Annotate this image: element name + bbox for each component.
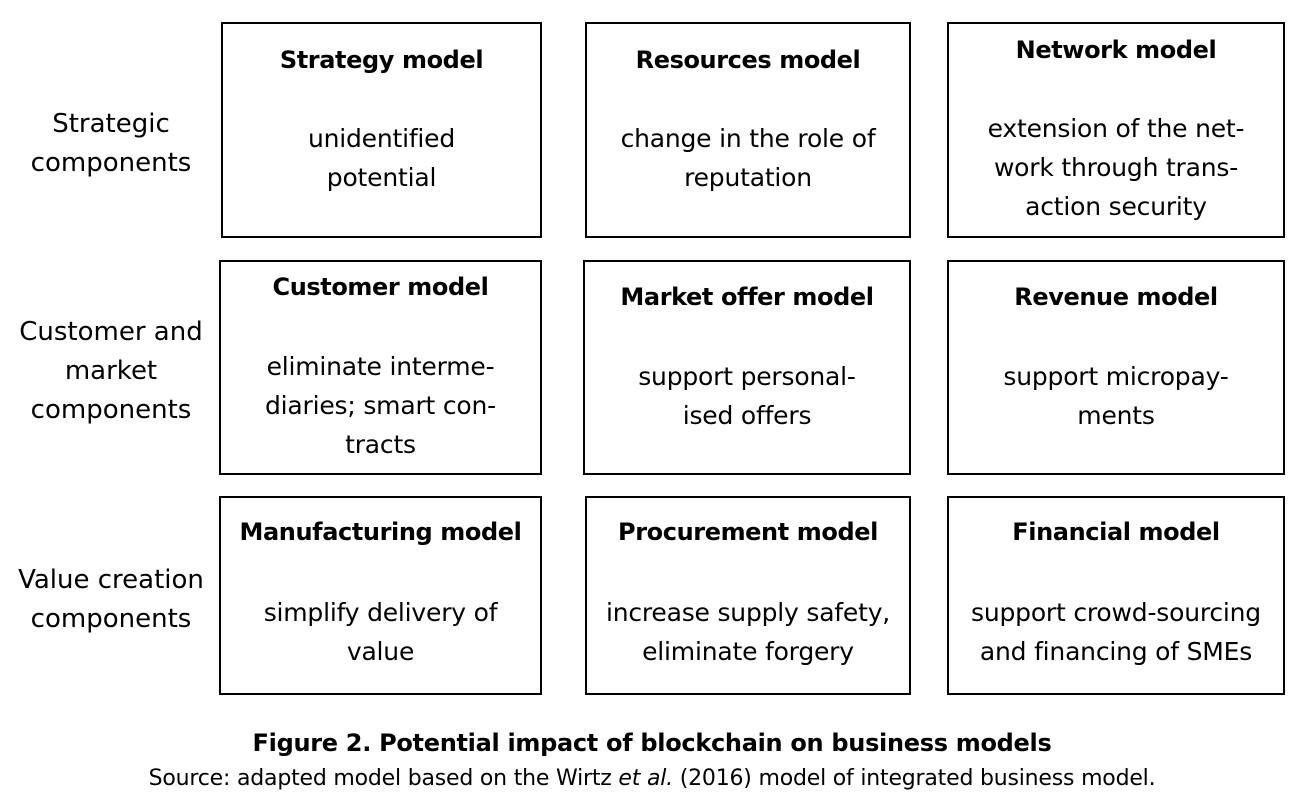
source-suffix: (2016) model of integrated business mode… (672, 766, 1156, 791)
box-title: Customer model (272, 273, 489, 301)
box-title: Financial model (1012, 518, 1220, 546)
box-body: increase supply safety, eliminate forger… (605, 598, 891, 666)
box-title: Strategy model (279, 46, 484, 74)
box-body: support crowd-sourcing and financing of … (971, 598, 1261, 666)
box-body: eliminate interme- diaries; smart con- t… (265, 352, 496, 459)
source-prefix: Source: adapted model based on the Wirtz (148, 766, 619, 791)
figure-caption-title: Figure 2. Potential impact of blockchain… (252, 729, 1052, 757)
source-italic: et al. (618, 766, 673, 791)
procurement-model-box: Procurement model increase supply safety… (585, 496, 911, 695)
manufacturing-model-box: Manufacturing model simplify delivery of… (219, 496, 542, 695)
box-body: unidentified potential (307, 124, 456, 192)
network-model-box: Network model extension of the net- work… (947, 22, 1285, 238)
box-body: simplify delivery of value (263, 598, 498, 666)
row-label-strategic: Strategic components (30, 109, 192, 178)
revenue-model-box: Revenue model support micropay- ments (947, 260, 1285, 475)
customer-model-box: Customer model eliminate interme- diarie… (219, 260, 542, 475)
resources-model-box: Resources model change in the role of re… (585, 22, 911, 238)
box-body: support personal- ised offers (638, 362, 856, 430)
box-body: extension of the net- work through trans… (987, 114, 1245, 221)
box-title: Market offer model (620, 283, 874, 311)
financial-model-box: Financial model support crowd-sourcing a… (947, 496, 1285, 695)
box-title: Revenue model (1014, 283, 1218, 311)
market-offer-model-box: Market offer model support personal- ise… (583, 260, 911, 475)
box-title: Procurement model (618, 518, 878, 546)
strategy-model-box: Strategy model unidentified potential (221, 22, 542, 238)
box-body: support micropay- ments (1003, 362, 1229, 430)
row-label-value-creation: Value creation components (18, 565, 204, 634)
box-body: change in the role of reputation (620, 124, 876, 192)
row-label-customer-market: Customer and market components (19, 317, 203, 425)
figure-caption-source: Source: adapted model based on the Wirtz… (0, 762, 1304, 796)
box-title: Resources model (635, 46, 861, 74)
box-title: Network model (1015, 36, 1217, 64)
box-title: Manufacturing model (239, 518, 522, 546)
